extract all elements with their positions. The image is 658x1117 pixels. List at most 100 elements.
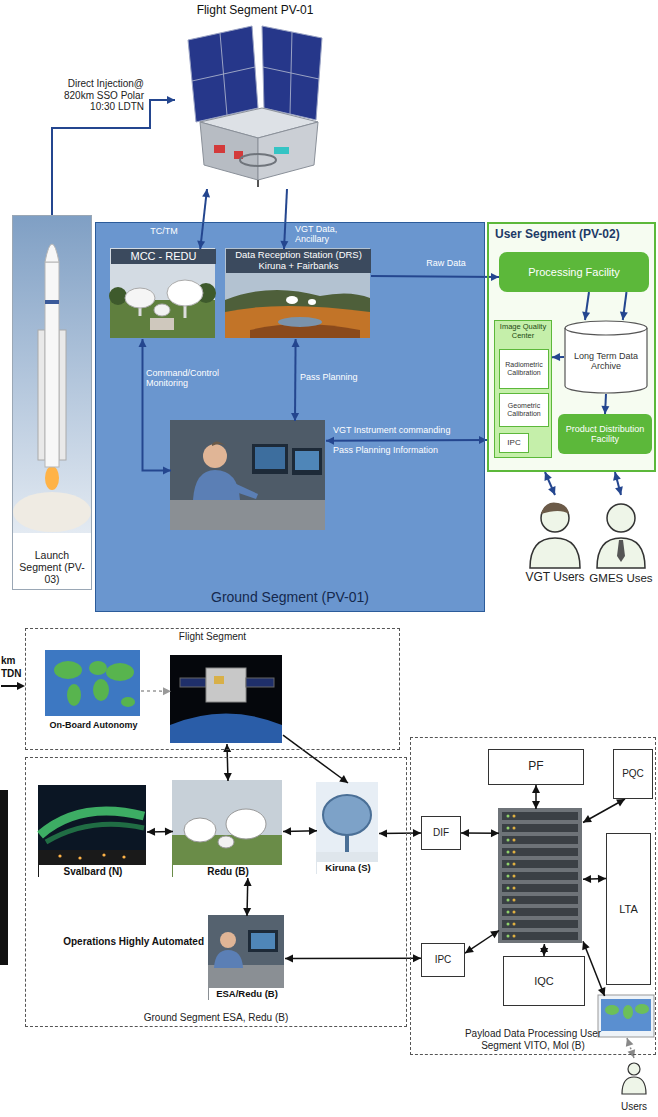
- satellite-illustration: [170, 714, 282, 744]
- connector-line: [465, 931, 499, 954]
- operator-photo: [252, 444, 288, 474]
- arrowhead: [583, 875, 591, 883]
- region-fill: [95, 222, 485, 612]
- station-photo: [102, 853, 105, 856]
- station-photo: [38, 785, 146, 877]
- connector: [197, 189, 210, 249]
- connector: [283, 827, 317, 835]
- node-label: Processing Facility: [499, 266, 649, 279]
- station-photo: MCC - REDU: [111, 249, 216, 339]
- connector: [626, 1038, 635, 1058]
- operator-photo: [170, 420, 325, 530]
- arrowhead: [461, 829, 469, 837]
- station-photo: Svalbard (N): [39, 786, 147, 878]
- archive-cylinder: Long Term Data Archive: [564, 320, 648, 394]
- operator-photo: [170, 420, 325, 530]
- connector: [540, 944, 548, 956]
- connector: [280, 189, 288, 249]
- map-illustration: [598, 995, 654, 1037]
- arrowhead: [139, 339, 147, 347]
- note-text: Operations Highly Automated: [36, 936, 204, 948]
- process-box: PF: [488, 749, 584, 785]
- connector: [285, 954, 421, 962]
- segment-region: Ground Segment ESA, Redu (B)Svalbard (N)…: [25, 757, 407, 1027]
- edge-label: Pass Planning: [300, 372, 370, 382]
- node-label: MCC - REDU: [111, 249, 216, 264]
- station-photo: [109, 248, 216, 338]
- connector-line: [283, 735, 348, 783]
- satellite-illustration: [192, 67, 255, 81]
- station-photo: [109, 287, 127, 305]
- satellite-illustration: [206, 668, 246, 702]
- incoming-arrow: [1, 685, 18, 687]
- edge-note: Pass Planning Information: [333, 445, 481, 455]
- arrowhead: [147, 828, 155, 836]
- satellite-illustration: [170, 655, 282, 743]
- process-box: IPC: [421, 943, 465, 977]
- node-label: Long Term Data Archive: [564, 341, 648, 374]
- connector: [371, 273, 499, 281]
- satellite-illustration: [257, 180, 259, 187]
- station-photo: [225, 306, 370, 338]
- connector: [461, 829, 499, 837]
- user-icon: [628, 1063, 640, 1075]
- node-label: Ground Segment (PV-01): [96, 589, 484, 611]
- user-icon: [530, 502, 580, 568]
- arrowhead: [552, 353, 560, 361]
- connector-line: [200, 189, 207, 249]
- arrowhead: [540, 948, 548, 956]
- rocket-illustration: [45, 262, 59, 467]
- cut-panel: [0, 790, 8, 965]
- user-icon: [617, 540, 625, 562]
- connector: [613, 472, 623, 495]
- operator-photo: [220, 932, 236, 948]
- edge-label: TC/TM: [140, 226, 188, 236]
- station-photo: [226, 809, 266, 839]
- station-photo: [316, 852, 378, 874]
- process-box: LTA: [606, 833, 651, 985]
- arrowhead: [615, 486, 623, 495]
- arrowhead: [165, 828, 173, 836]
- arrowhead: [598, 987, 605, 996]
- station-photo: [172, 780, 282, 877]
- connector-line: [583, 799, 625, 823]
- segment-region: User Segment (PV-02)Processing FacilityI…: [487, 222, 656, 472]
- connector: [141, 687, 171, 695]
- operator-photo: [230, 482, 258, 499]
- rocket-illustration: [45, 244, 59, 262]
- operator-photo: [212, 441, 226, 446]
- rocket-illustration: [12, 215, 92, 533]
- map-illustration: [93, 679, 109, 701]
- station-photo: [110, 300, 215, 338]
- connector: [620, 292, 628, 320]
- node-label: Redu (B): [173, 865, 283, 879]
- arrowhead: [280, 241, 288, 249]
- map-node: On-Board Autonomy: [46, 651, 141, 731]
- station-photo: [286, 296, 298, 304]
- edge-label: Command/Control Monitoring: [146, 368, 238, 389]
- station-photo: [150, 318, 174, 330]
- segment-region: Payload Data Processing User Segment VIT…: [410, 737, 656, 1055]
- station-photo: [184, 818, 216, 842]
- station-photo: [172, 835, 282, 877]
- connector-line: [545, 472, 555, 495]
- cut-text: TDN: [1, 668, 31, 680]
- map-illustration: [89, 661, 107, 675]
- process-box: Radiometric Calibration: [499, 349, 549, 389]
- satellite-illustration: [274, 147, 289, 154]
- node-label: Kiruna (S): [317, 862, 379, 875]
- arrowhead: [223, 744, 231, 752]
- rocket-illustration: [45, 300, 59, 304]
- station-photo: [308, 299, 316, 305]
- arrowhead: [379, 829, 387, 837]
- satellite-illustration: [262, 26, 322, 120]
- arrowhead: [601, 406, 609, 414]
- connector: [147, 828, 173, 836]
- user-icon: [622, 1077, 646, 1094]
- arrowhead: [532, 785, 540, 793]
- arrowhead: [243, 908, 251, 916]
- station-photo: [58, 854, 61, 857]
- satellite-illustration: [214, 145, 225, 153]
